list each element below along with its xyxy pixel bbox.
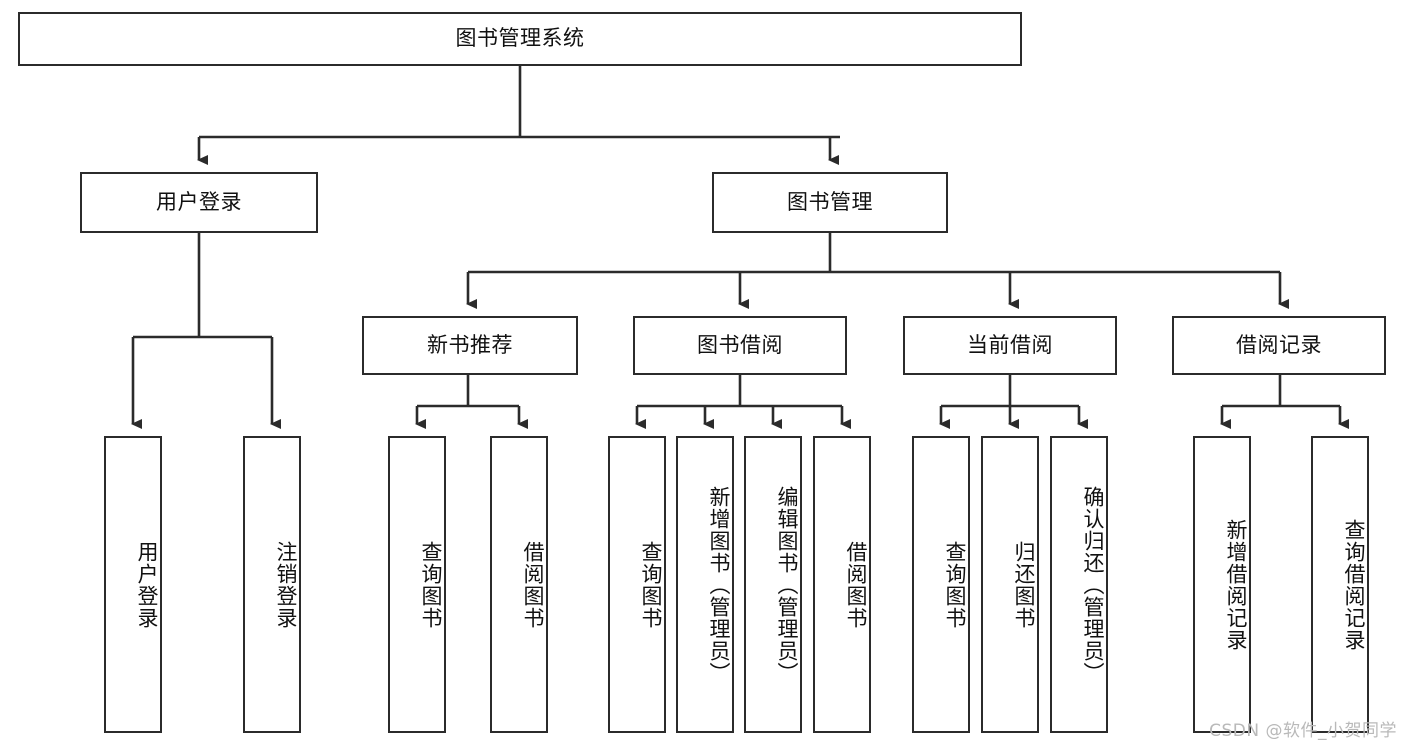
leaf-user-login-label: 用户登录 [135, 540, 159, 629]
node-borrow-record[interactable]: 借阅记录 [1172, 316, 1386, 375]
leaf-user-logout-label: 注销登录 [274, 540, 298, 629]
node-root-label: 图书管理系统 [455, 26, 585, 51]
node-new-book-rec-label: 新书推荐 [427, 332, 513, 357]
leaf-query-book-2[interactable]: 查询图书 [608, 436, 666, 733]
leaf-borrow-book-1[interactable]: 借阅图书 [490, 436, 548, 733]
leaf-add-book[interactable]: 新增图书（管理员） [676, 436, 734, 733]
leaf-borrow-book-2[interactable]: 借阅图书 [813, 436, 871, 733]
leaf-confirm-return-label: 确认归还（管理员） [1081, 485, 1105, 684]
leaf-borrow-book-1-label: 借阅图书 [521, 540, 545, 629]
leaf-add-book-label: 新增图书（管理员） [707, 485, 731, 684]
leaf-query-book-3-label: 查询图书 [943, 540, 967, 629]
node-user-login[interactable]: 用户登录 [80, 172, 318, 233]
leaf-edit-book-label: 编辑图书（管理员） [775, 485, 799, 684]
node-book-borrow[interactable]: 图书借阅 [633, 316, 847, 375]
leaf-return-book-label: 归还图书 [1012, 540, 1036, 629]
leaf-add-record[interactable]: 新增借阅记录 [1193, 436, 1251, 733]
leaf-borrow-book-2-label: 借阅图书 [844, 540, 868, 629]
node-new-book-rec[interactable]: 新书推荐 [362, 316, 578, 375]
node-borrow-record-label: 借阅记录 [1236, 332, 1322, 357]
watermark: CSDN @软件_小贺同学 [1209, 721, 1397, 741]
leaf-query-book-3[interactable]: 查询图书 [912, 436, 970, 733]
leaf-return-book[interactable]: 归还图书 [981, 436, 1039, 733]
leaf-query-record[interactable]: 查询借阅记录 [1311, 436, 1369, 733]
leaf-user-logout[interactable]: 注销登录 [243, 436, 301, 733]
node-root[interactable]: 图书管理系统 [18, 12, 1022, 66]
leaf-user-login[interactable]: 用户登录 [104, 436, 162, 733]
node-book-manage[interactable]: 图书管理 [712, 172, 948, 233]
leaf-add-record-label: 新增借阅记录 [1224, 518, 1248, 651]
leaf-query-book-2-label: 查询图书 [639, 540, 663, 629]
leaf-query-book-1-label: 查询图书 [419, 540, 443, 629]
node-book-borrow-label: 图书借阅 [697, 332, 783, 357]
node-current-borrow[interactable]: 当前借阅 [903, 316, 1117, 375]
leaf-confirm-return[interactable]: 确认归还（管理员） [1050, 436, 1108, 733]
leaf-edit-book[interactable]: 编辑图书（管理员） [744, 436, 802, 733]
node-book-manage-label: 图书管理 [787, 189, 873, 214]
node-user-login-label: 用户登录 [156, 189, 242, 214]
leaf-query-record-label: 查询借阅记录 [1342, 518, 1366, 651]
leaf-query-book-1[interactable]: 查询图书 [388, 436, 446, 733]
node-current-borrow-label: 当前借阅 [967, 332, 1053, 357]
